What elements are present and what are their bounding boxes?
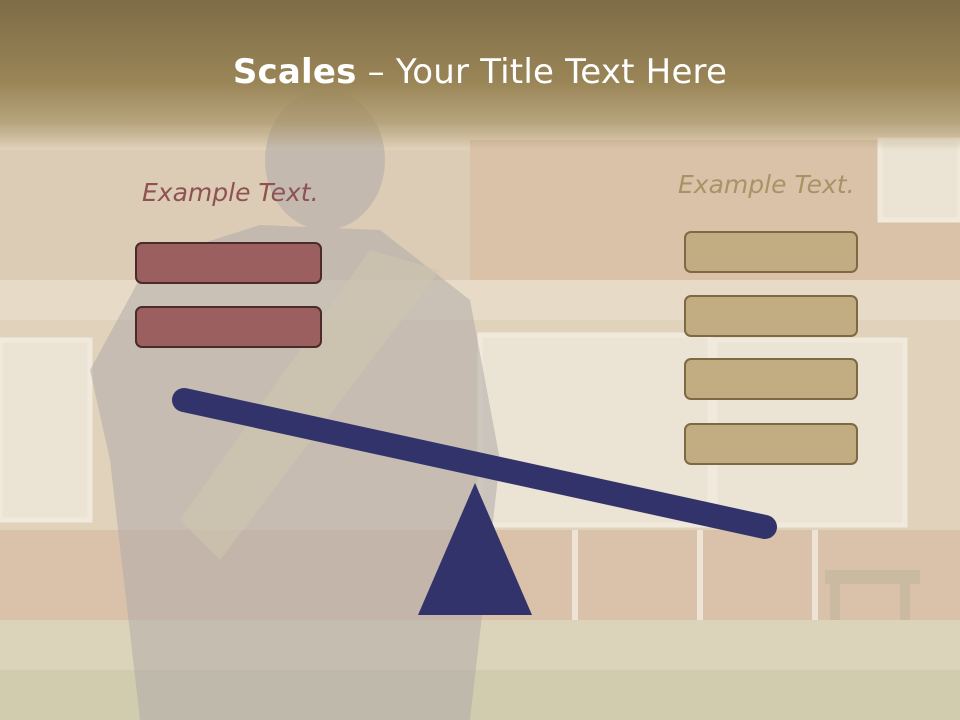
left-box-1 (135, 242, 322, 284)
scale-fulcrum (418, 483, 532, 615)
title-bold: Scales (232, 52, 357, 92)
left-example-text: Example Text. (142, 178, 319, 207)
title-rest: – Your Title Text Here (356, 52, 728, 92)
scale-beam (172, 388, 777, 539)
right-box-1 (684, 231, 858, 273)
right-example-text: Example Text. (678, 170, 855, 199)
right-box-3 (684, 358, 858, 400)
slide-title: Scales – Your Title Text Here (0, 52, 960, 92)
right-box-2 (684, 295, 858, 337)
left-box-2 (135, 306, 322, 348)
right-box-4 (684, 423, 858, 465)
header-band (0, 0, 960, 150)
